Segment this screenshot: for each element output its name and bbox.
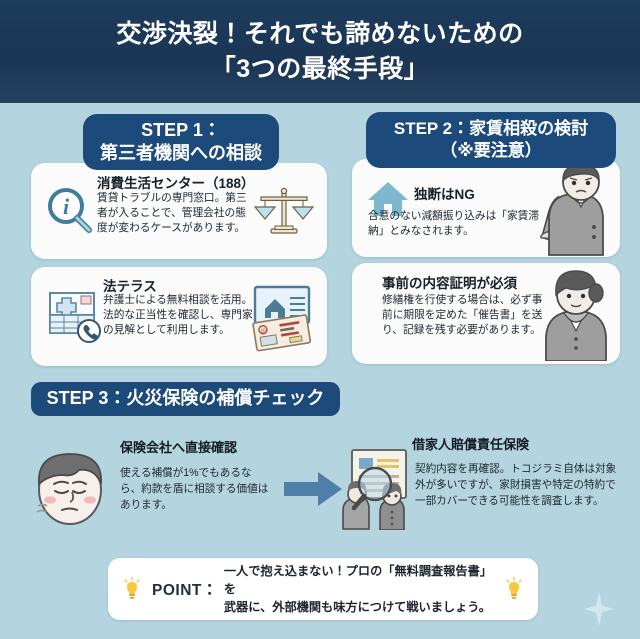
step-2-badge-line-1: STEP 2：家賃相殺の検討	[393, 119, 589, 139]
step-1-badge: STEP 1： 第三者機関への相談	[83, 114, 279, 170]
page-title-line-1: 交渉決裂！それでも諦めないための	[116, 20, 524, 48]
card-naiyo-shomei-heading: 事前の内容証明が必須	[382, 276, 517, 291]
scales-of-justice-icon	[253, 185, 315, 241]
step-1-badge-line-2: 第三者機関への相談	[100, 143, 262, 163]
businesswoman-illustration	[538, 269, 614, 362]
point-text-line-2: 武器に、外部機関も味方につけて戦いましょう。	[223, 600, 491, 615]
legal-office-phone-icon	[45, 285, 105, 347]
card-naiyo-shomei-body: 修繕権を行使する場合は、必ず事前に期限を定めた「催告書」を送り、記録を残す必要が…	[382, 294, 543, 337]
step-3-left-body: 使える補償が1%でもあるなら、約款を盾に相談する価値はあります。	[120, 467, 269, 511]
card-consumer-center-body: 賃貸トラブルの専門窓口。第三者が入ることで、管理会社の態度が変わるケースがありま…	[97, 192, 247, 235]
lightbulb-icon-left	[122, 577, 142, 601]
step-3-left-heading: 保険会社へ直接確認	[120, 440, 238, 455]
step-3-right-heading: 借家人賠償責任保険	[412, 437, 530, 452]
card-naiyo-shomei: 事前の内容証明が必須 修繕権を行使する場合は、必ず事前に期限を定めた「催告書」を…	[352, 263, 620, 364]
step-3-badge: STEP 3：火災保険の補償チェック	[31, 382, 340, 416]
step-2-badge: STEP 2：家賃相殺の検討 （※要注意）	[366, 112, 616, 168]
svg-text:i: i	[63, 194, 70, 219]
card-houterasu: 法テラス 弁護士による無料相談を活用。法的な正当性を確認し、専門家の見解として利…	[31, 267, 327, 366]
svg-text:印: 印	[260, 327, 266, 335]
tired-man-face-illustration	[28, 444, 112, 530]
house-listing-documents-icon: 印	[245, 279, 317, 353]
lightbulb-icon-right	[504, 577, 524, 601]
point-text-line-1: 一人で抱え込まない！プロの「無料調査報告書」を	[223, 563, 492, 596]
card-consumer-center: i 消費生活センター（188） 賃貸トラブルの専門窓口。第三者が入ることで、管理…	[31, 163, 327, 259]
step-3-badge-line-1: STEP 3：火災保険の補償チェック	[46, 388, 325, 409]
card-dokudan-ng: 独断はNG 合意のない減額振り込みは「家賃滞納」とみなされます。	[352, 159, 620, 257]
card-dokudan-ng-body: 合意のない減額振り込みは「家賃滞納」とみなされます。	[368, 210, 540, 238]
point-text: 一人で抱え込まない！プロの「無料調査報告書」を 武器に、外部機関も味方につけて戦…	[224, 562, 504, 617]
card-houterasu-heading: 法テラス	[103, 279, 157, 294]
page-header: 交渉決裂！それでも諦めないための 「3つの最終手段」	[0, 0, 640, 103]
worried-man-illustration	[538, 163, 620, 257]
point-callout: POINT： 一人で抱え込まない！プロの「無料調査報告書」を 武器に、外部機関も…	[108, 558, 538, 620]
house-icon	[366, 179, 410, 219]
sparkle-icon	[584, 592, 614, 626]
point-label: POINT：	[152, 582, 218, 599]
page-title-line-2: 「3つの最終手段」	[210, 54, 430, 83]
card-houterasu-body: 弁護士による無料相談を活用。法的な正当性を確認し、専門家の見解として利用します。	[103, 294, 253, 337]
card-dokudan-ng-heading: 独断はNG	[414, 187, 475, 202]
card-consumer-center-heading: 消費生活センター（188）	[97, 176, 255, 191]
magnifier-info-icon: i	[43, 185, 95, 237]
right-arrow-icon	[284, 472, 342, 506]
step-3-right-body: 契約内容を再確認。トコジラミ自体は対象外が多いですが、家財損害や特定の特約で一部…	[415, 463, 617, 507]
policy-review-magnifier-illustration	[342, 448, 416, 531]
step-1-badge-line-1: STEP 1：	[141, 119, 221, 140]
step-2-badge-line-2: （※要注意）	[440, 141, 542, 160]
